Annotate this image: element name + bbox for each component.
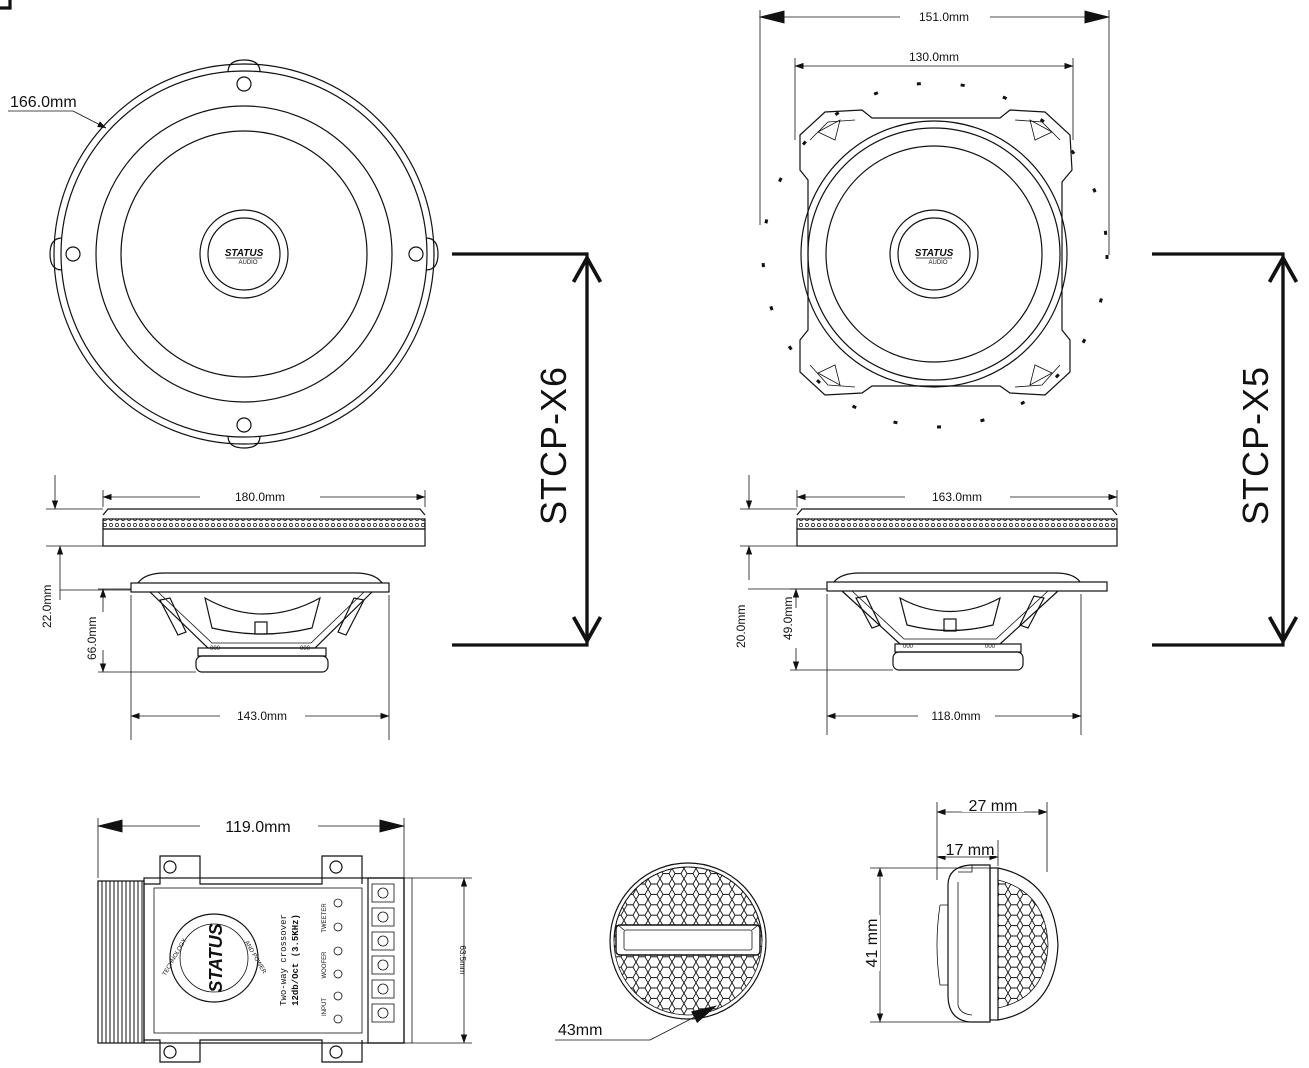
- tweeter-height-label: 41 mm: [864, 919, 881, 968]
- svg-text:000: 000: [903, 644, 914, 650]
- terminal-woofer-label: WOOFER: [322, 951, 328, 979]
- svg-text:000: 000: [985, 644, 996, 650]
- corner-mark: [0, 0, 12, 10]
- x5-cone-width-label: 130.0mm: [909, 50, 959, 64]
- x6-magnet-depth-label: 66.0mm: [85, 617, 99, 660]
- x6-grille-width-label: 180.0mm: [235, 490, 285, 504]
- x5-magnet-depth-label: 49.0mm: [781, 597, 795, 640]
- x5-overall-width-label: 151.0mm: [919, 10, 969, 24]
- x5-basket-width-label: 118.0mm: [931, 709, 980, 723]
- tweeter-depth-body-label: 17 mm: [946, 842, 995, 859]
- x6-mount-depth-label: 22.0mm: [40, 585, 54, 628]
- crossover-ring-right: AND POWER: [243, 940, 267, 976]
- x6-side-view: 000 000: [102, 508, 426, 673]
- brand-logo: STATUS: [225, 248, 264, 259]
- x5-side-view: 000 000: [796, 508, 1118, 671]
- tweeter-diameter-label: 43mm: [558, 1022, 602, 1039]
- x5-front-view: STATUS AUDIO: [761, 81, 1109, 429]
- terminal-input-label: INPUT: [322, 998, 328, 1016]
- crossover-logo: STATUS: [206, 923, 226, 992]
- x5-grille-width-label: 163.0mm: [932, 490, 982, 504]
- brand-sub: AUDIO: [238, 260, 257, 266]
- model-label-x5: STCP-X5: [1235, 366, 1276, 525]
- x5-mount-depth-label: 20.0mm: [734, 605, 748, 648]
- terminal-tweeter-label: TWEETER: [322, 903, 328, 933]
- tweeter-depth-total-label: 27 mm: [969, 798, 1018, 815]
- crossover-ring-left: TECHNOLOGY: [162, 938, 188, 977]
- svg-text:000: 000: [210, 646, 221, 652]
- x6-basket-width-label: 143.0mm: [237, 709, 287, 723]
- brand-sub-x5: AUDIO: [928, 260, 947, 266]
- model-label-x6: STCP-X6: [533, 366, 574, 525]
- crossover-height-label: 63.5mm: [458, 946, 467, 975]
- svg-text:000: 000: [300, 646, 311, 652]
- tweeter-front-view: [609, 862, 767, 1020]
- crossover-title: Two-way crossover: [279, 914, 289, 1006]
- brand-logo-x5: STATUS: [915, 248, 954, 259]
- crossover-top-view: STATUS TECHNOLOGY AND POWER Two-way cros…: [97, 855, 413, 1063]
- x6-front-view: STATUS AUDIO: [49, 59, 439, 449]
- crossover-spec: 12db/Oct (3.5KHz): [291, 914, 301, 1006]
- x6-outer-diameter-label: 166.0mm: [10, 94, 77, 111]
- tweeter-side-view: [936, 864, 1059, 1023]
- crossover-width-label: 119.0mm: [225, 819, 291, 836]
